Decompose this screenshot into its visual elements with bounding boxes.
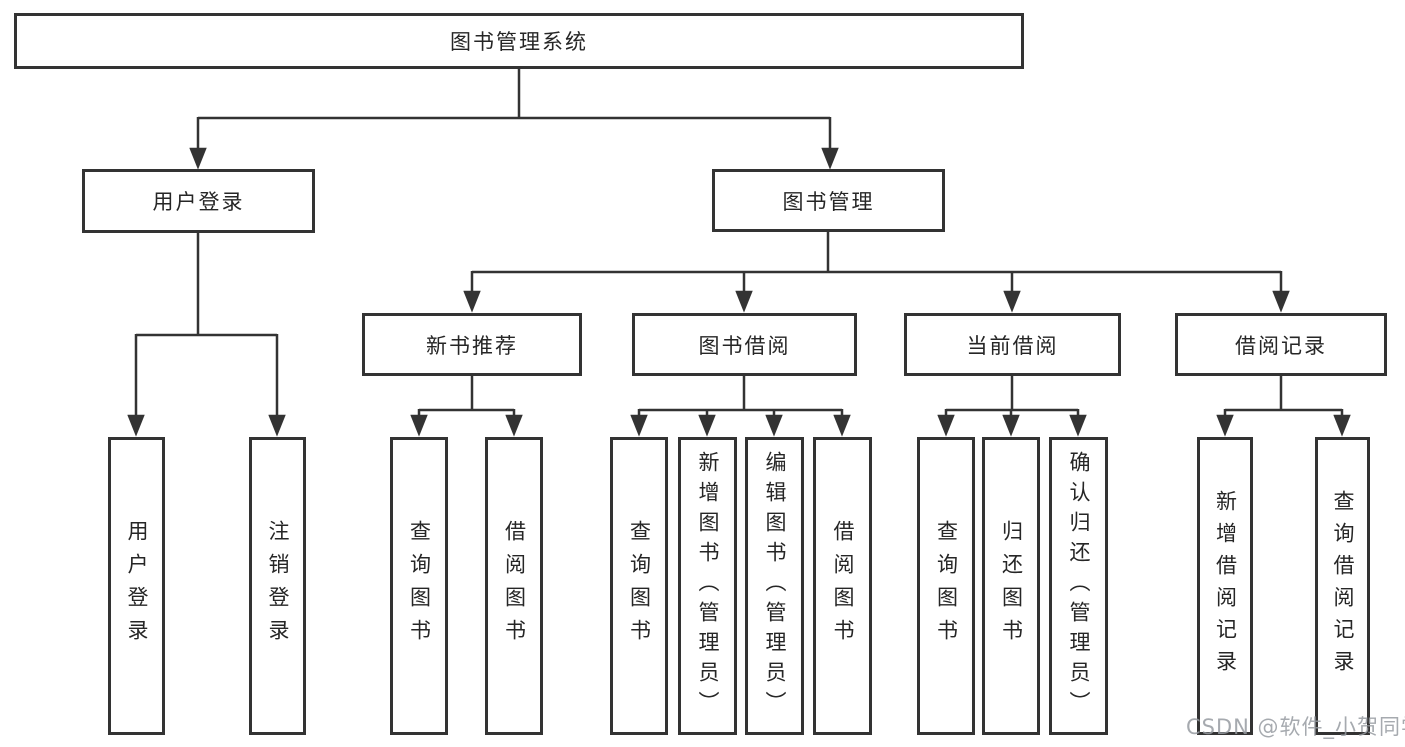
- leaf-cb-confirm-return-admin-label: 确认归还（管理员）: [1067, 451, 1091, 721]
- leaf-bb-borrow-book-label: 借阅图书: [831, 520, 855, 652]
- leaf-cb-query-book-label: 查询图书: [934, 520, 959, 652]
- leaf-cb-query-book: 查询图书: [917, 437, 975, 735]
- leaf-nbr-query-book: 查询图书: [390, 437, 448, 735]
- leaf-br-add-record: 新增借阅记录: [1197, 437, 1253, 735]
- leaf-logout: 注销登录: [249, 437, 306, 735]
- leaf-cb-confirm-return-admin: 确认归还（管理员）: [1049, 437, 1108, 735]
- leaf-logout-label: 注销登录: [266, 520, 290, 652]
- node-book-borrowing: 图书借阅: [632, 313, 857, 376]
- leaf-user-login-label: 用户登录: [125, 520, 149, 652]
- node-system-root: 图书管理系统: [14, 13, 1024, 69]
- leaf-br-query-record: 查询借阅记录: [1315, 437, 1370, 735]
- leaf-bb-query-book-label: 查询图书: [627, 520, 652, 652]
- node-borrowing-records: 借阅记录: [1175, 313, 1387, 376]
- node-new-book-recommend: 新书推荐: [362, 313, 582, 376]
- leaf-cb-return-book-label: 归还图书: [999, 520, 1024, 652]
- leaf-bb-add-book-admin: 新增图书（管理员）: [678, 437, 737, 735]
- leaf-bb-add-book-admin-label: 新增图书（管理员）: [696, 451, 720, 721]
- leaf-br-add-record-label: 新增借阅记录: [1213, 490, 1238, 682]
- leaf-user-login: 用户登录: [108, 437, 165, 735]
- leaf-bb-borrow-book: 借阅图书: [813, 437, 872, 735]
- leaf-nbr-query-book-label: 查询图书: [407, 520, 432, 652]
- node-book-management: 图书管理: [712, 169, 945, 232]
- leaf-bb-edit-book-admin: 编辑图书（管理员）: [745, 437, 804, 735]
- leaf-br-query-record-label: 查询借阅记录: [1331, 490, 1355, 682]
- leaf-nbr-borrow-book: 借阅图书: [485, 437, 543, 735]
- node-user-login: 用户登录: [82, 169, 315, 233]
- leaf-bb-edit-book-admin-label: 编辑图书（管理员）: [763, 451, 787, 721]
- leaf-nbr-borrow-book-label: 借阅图书: [502, 520, 527, 652]
- node-current-borrowing: 当前借阅: [904, 313, 1121, 376]
- leaf-bb-query-book: 查询图书: [610, 437, 668, 735]
- leaf-cb-return-book: 归还图书: [982, 437, 1040, 735]
